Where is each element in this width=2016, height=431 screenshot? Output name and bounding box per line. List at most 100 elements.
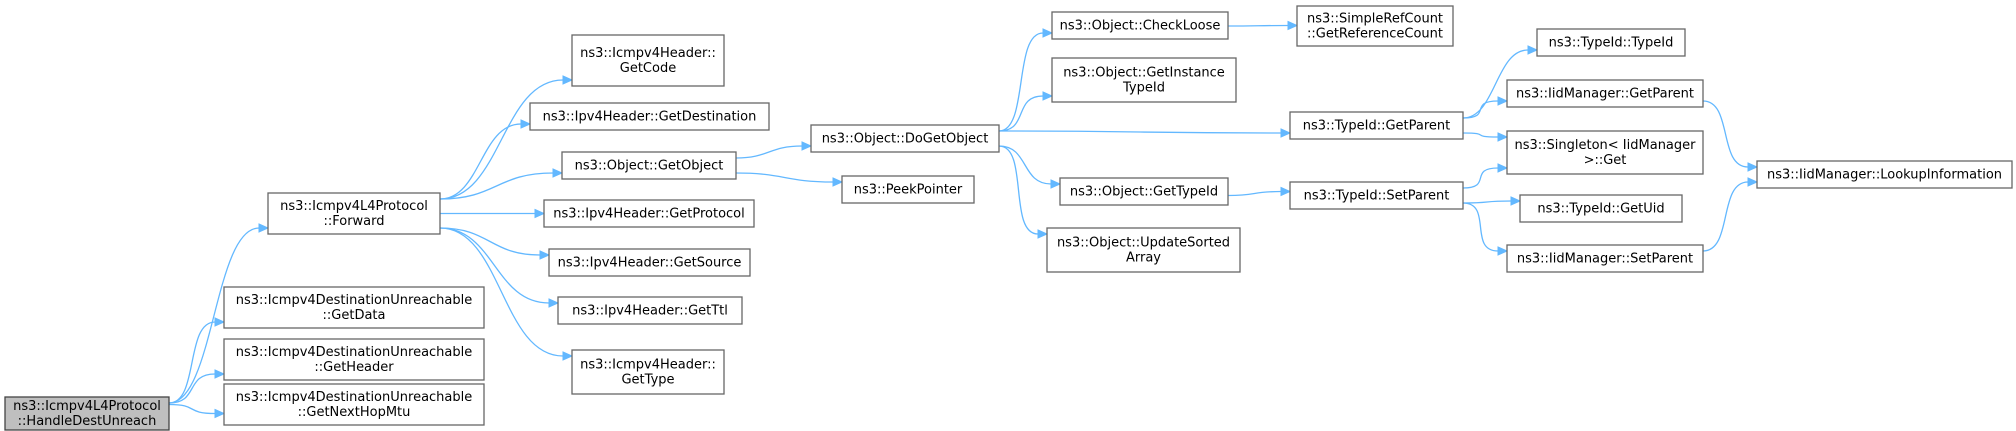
node-getheader[interactable]: ns3::Icmpv4DestinationUnreachable::GetHe… [223, 338, 485, 381]
edge-iid_getparent-to-lookup [1702, 100, 1759, 172]
node-checkloose[interactable]: ns3::Object::CheckLoose [1051, 11, 1229, 40]
node-getdata[interactable]: ns3::Icmpv4DestinationUnreachable::GetDa… [223, 286, 485, 329]
node-label: ns3::Singleton< IidManager [1514, 138, 1696, 153]
edge-handledest-to-getheader [168, 369, 226, 404]
edge-tid_setparent-to-getuid [1462, 196, 1522, 206]
node-getobject[interactable]: ns3::Object::GetObject [561, 151, 737, 180]
edge-tid_getparent-to-iid_getparent [1462, 96, 1509, 119]
edge-tid_getparent-to-singleton [1462, 132, 1509, 142]
node-label: ns3::IidManager::LookupInformation [1767, 168, 2002, 183]
edge-handledest-to-getnexthop [168, 403, 226, 419]
edge-forward-to-getcode [439, 75, 574, 200]
node-handledest[interactable]: ns3::Icmpv4L4Protocol::HandleDestUnreach [4, 396, 170, 431]
edge-arrowhead [1497, 132, 1509, 142]
edge-handledest-to-getdata [168, 317, 226, 404]
node-label: ns3::TypeId::GetUid [1537, 202, 1664, 217]
node-label: ns3::TypeId::SetParent [1304, 189, 1450, 204]
edge-arrowhead [258, 223, 270, 233]
edge-getobject-to-dogetobject [735, 141, 813, 159]
node-getprotocol[interactable]: ns3::Ipv4Header::GetProtocol [543, 199, 755, 228]
node-label: ns3::Object::GetObject [575, 159, 724, 174]
edge-dogetobject-to-updatesorted [998, 145, 1049, 239]
node-label: ns3::TypeId::GetParent [1303, 119, 1451, 134]
edge-forward-to-getsource [439, 227, 551, 260]
node-label: >::Get [1584, 153, 1627, 168]
edge-arrowhead [539, 250, 551, 260]
node-label: ns3::IidManager::SetParent [1517, 252, 1693, 267]
edge-dogetobject-to-tid_getparent [998, 128, 1292, 138]
node-label: ::HandleDestUnreach [18, 414, 157, 429]
edge-arrowhead [520, 119, 532, 129]
edge-arrowhead [1747, 162, 1759, 172]
node-gettype[interactable]: ns3::Icmpv4Header::GetType [571, 349, 725, 395]
node-getrefcount[interactable]: ns3::SimpleRefCount::GetReferenceCount [1296, 5, 1454, 47]
node-getuid[interactable]: ns3::TypeId::GetUid [1519, 194, 1683, 223]
edge-tid_setparent-to-singleton [1462, 163, 1509, 189]
edge-arrowhead [214, 317, 226, 327]
node-label: ns3::PeekPointer [854, 183, 963, 198]
node-label: ns3::Object::GetInstance [1063, 66, 1225, 81]
node-iid_getparent[interactable]: ns3::IidManager::GetParent [1506, 79, 1704, 108]
node-getttl[interactable]: ns3::Ipv4Header::GetTtl [557, 296, 743, 325]
node-label: ns3::TypeId::TypeId [1549, 36, 1674, 51]
node-label: GetType [621, 373, 674, 388]
node-label: TypeId [1122, 81, 1165, 96]
edge-arrowhead [1042, 91, 1054, 101]
edge-forward-to-getdest [439, 119, 532, 200]
node-singleton[interactable]: ns3::Singleton< IidManager>::Get [1506, 130, 1704, 175]
edge-arrowhead [552, 168, 564, 178]
edge-arrowhead [562, 75, 574, 85]
node-label: ns3::Icmpv4Header:: [580, 46, 716, 61]
node-label: ns3::Object::UpdateSorted [1057, 236, 1230, 251]
edge-checkloose-to-getrefcount [1227, 20, 1299, 31]
node-tid_setparent[interactable]: ns3::TypeId::SetParent [1289, 181, 1464, 210]
call-graph-edges [168, 20, 1759, 419]
node-label: ns3::Icmpv4DestinationUnreachable [236, 345, 473, 360]
edge-dogetobject-to-checkloose [998, 28, 1054, 132]
node-forward[interactable]: ns3::Icmpv4L4Protocol::Forward [267, 192, 441, 235]
edge-forward-to-getprotocol [440, 208, 546, 219]
node-label: ::GetHeader [314, 360, 394, 375]
edge-arrowhead [214, 369, 226, 379]
edge-arrowhead [1527, 45, 1539, 55]
node-getsource[interactable]: ns3::Ipv4Header::GetSource [548, 248, 751, 277]
node-getobjtypeid[interactable]: ns3::Object::GetTypeId [1059, 177, 1229, 206]
edge-dogetobject-to-getobjtypeid [998, 145, 1062, 189]
edge-arrowhead [1510, 196, 1522, 206]
node-label: ns3::IidManager::GetParent [1516, 87, 1694, 102]
node-tid_typeid[interactable]: ns3::TypeId::TypeId [1536, 28, 1686, 57]
edge-dogetobject-to-getinstancetypeid [998, 91, 1054, 132]
node-label: ns3::Icmpv4L4Protocol [280, 199, 428, 214]
edge-arrowhead [1287, 20, 1299, 31]
node-iid_setparent[interactable]: ns3::IidManager::SetParent [1506, 244, 1704, 273]
edge-arrowhead [1280, 186, 1292, 197]
node-tid_getparent[interactable]: ns3::TypeId::GetParent [1289, 111, 1464, 140]
edge-forward-to-getttl [439, 227, 560, 308]
node-label: ns3::Icmpv4DestinationUnreachable [236, 293, 473, 308]
node-label: ns3::Icmpv4DestinationUnreachable [236, 390, 473, 405]
node-dogetobject[interactable]: ns3::Object::DoGetObject [810, 124, 1000, 153]
node-getcode[interactable]: ns3::Icmpv4Header::GetCode [571, 34, 725, 87]
edge-arrowhead [1497, 246, 1509, 256]
edge-forward-to-getobject [439, 168, 564, 200]
node-label: ns3::Ipv4Header::GetSource [558, 256, 742, 271]
node-label: ns3::Object::CheckLoose [1060, 19, 1221, 34]
node-label: ::GetReferenceCount [1307, 27, 1443, 42]
edge-iid_setparent-to-lookup [1702, 177, 1759, 252]
edge-tid_setparent-to-iid_setparent [1462, 202, 1509, 256]
node-getnexthop[interactable]: ns3::Icmpv4DestinationUnreachable::GetNe… [223, 383, 485, 426]
node-peekpointer[interactable]: ns3::PeekPointer [841, 175, 975, 204]
node-label: ns3::Ipv4Header::GetDestination [543, 110, 757, 125]
node-getdest[interactable]: ns3::Ipv4Header::GetDestination [529, 102, 770, 131]
edge-getobjtypeid-to-tid_setparent [1227, 186, 1292, 197]
edge-forward-to-gettype [439, 227, 574, 361]
edge-tid_getparent-to-tid_typeid [1462, 45, 1539, 119]
node-label: ns3::SimpleRefCount [1307, 12, 1443, 27]
edge-arrowhead [1037, 229, 1049, 239]
node-lookup[interactable]: ns3::IidManager::LookupInformation [1756, 160, 2013, 189]
edge-arrowhead [801, 141, 813, 151]
edge-arrowhead [562, 351, 574, 361]
